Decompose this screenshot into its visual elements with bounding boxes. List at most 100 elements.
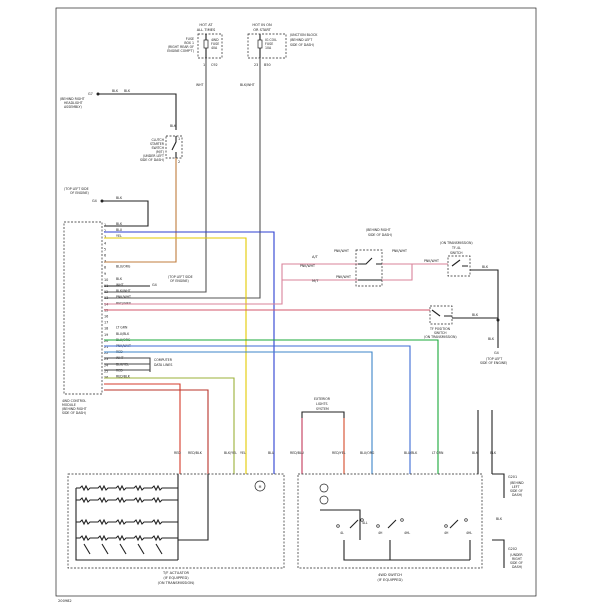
at-label: A/T bbox=[312, 255, 319, 259]
module-pin-number: 23 bbox=[104, 357, 108, 361]
actuator-resistor-row bbox=[76, 496, 178, 504]
wire-label-blk-g202: BLK bbox=[496, 517, 503, 521]
module-pin-number: 9 bbox=[104, 272, 106, 276]
source-label-2b: OR START bbox=[253, 28, 271, 32]
switch-node-4 bbox=[400, 518, 404, 522]
module-pin-wire-label: BLK bbox=[116, 277, 123, 281]
module-pin-number: 24 bbox=[104, 363, 108, 367]
ground-engine2-loc-a: (TOP LEFT SIDE bbox=[168, 275, 193, 279]
module-pin-wire-label: RED/GRN bbox=[116, 301, 131, 305]
clutch-switch-pin2: 2 bbox=[178, 160, 180, 164]
g202-loc-a: (UNDER bbox=[510, 553, 523, 557]
actuator-label-c: (ON TRANSMISSION) bbox=[158, 581, 195, 585]
actuator-label-a: T/F ACTUATOR bbox=[162, 571, 190, 575]
module-pin-wire-label: WHT bbox=[116, 283, 124, 287]
fuse-4wd-label-b: FUSE bbox=[211, 42, 219, 46]
diagram-id: 200982 bbox=[58, 599, 72, 603]
module-pin-number: 1 bbox=[104, 223, 106, 227]
module-pin-number: 25 bbox=[104, 369, 108, 373]
switch-label-4hl-b: 4HL bbox=[466, 531, 472, 535]
fuse-4wd-pin: 1 bbox=[203, 63, 205, 67]
g201-loc-d: DASH) bbox=[512, 493, 522, 497]
switch-label-4l: 4L bbox=[340, 531, 344, 535]
switch-4wd-box bbox=[297, 473, 483, 569]
wire-label-blkwht-top: BLK/WHT bbox=[240, 83, 255, 87]
clutch-starter-switch: 1 2 CLUTCH STARTER SWITCH (M/T) (UNDER L… bbox=[140, 135, 183, 164]
control-module-label-a: 4WD CONTROL bbox=[62, 399, 86, 403]
wire-label-blk-clutch: BLK bbox=[170, 124, 177, 128]
tf4l-switch: (ON TRANSMISSION) TF-4L SWITCH bbox=[440, 241, 473, 277]
clutch-label-d: (M/T) bbox=[156, 150, 164, 154]
clutch-label-f: SIDE OF DASH) bbox=[140, 158, 164, 162]
fuse-igcoil-pin: 23 bbox=[254, 63, 258, 67]
clutch-switch-contact bbox=[171, 136, 177, 158]
fuse-4wd-symbol bbox=[203, 39, 209, 49]
actuator-motor-symbol: M bbox=[259, 485, 262, 489]
module-pin-number: 18 bbox=[104, 327, 108, 331]
wire-pnkwht-mod bbox=[104, 263, 358, 305]
module-pin-number: 3 bbox=[104, 235, 106, 239]
wire-bluorg-clutch bbox=[104, 158, 177, 263]
control-module-label-d: SIDE OF DASH) bbox=[62, 411, 86, 415]
ground-engine-loc-b: OF ENGINE) bbox=[70, 191, 89, 195]
exterior-lights-a: EXTERIOR bbox=[314, 397, 331, 401]
wire-ltgrn bbox=[104, 339, 439, 474]
tf-position-contact bbox=[431, 309, 452, 317]
bottom-wire-label: BLK bbox=[490, 451, 497, 455]
tf-position-label-a: TF POSITION bbox=[429, 327, 451, 331]
ground-g4-engine: (TOP LEFT SIDE OF ENGINE) G4 BLK bbox=[64, 187, 149, 227]
wire-blk-g7 bbox=[98, 93, 177, 130]
control-module-label-c: (BEHIND RIGHT bbox=[62, 407, 87, 411]
source-label-2a: HOT IN ON bbox=[252, 23, 272, 27]
module-pin-number: 19 bbox=[104, 333, 108, 337]
fuse-4wd-label-c: 40A bbox=[211, 46, 218, 50]
tf-position-label-b: SWITCH bbox=[434, 331, 447, 335]
module-pin-wire-label: BLK/WHT bbox=[116, 289, 131, 293]
actuator-resistor-network bbox=[75, 474, 209, 561]
bottom-wire-label: BLK/YEL bbox=[224, 451, 237, 455]
bottom-wire-label: LT GRN bbox=[432, 451, 444, 455]
wire-label-blk-tf4l: BLK bbox=[482, 265, 489, 269]
module-pin-wire-label: RED/BLK bbox=[116, 375, 131, 379]
switch-label-4h-b: 4H bbox=[444, 531, 449, 535]
ground-g7-pin: G7 bbox=[88, 92, 93, 96]
clutch-label-e: (UNDER LEFT bbox=[143, 154, 164, 158]
module-pin-number: 21 bbox=[104, 345, 108, 349]
ground-engine-pin: G4 bbox=[92, 199, 97, 203]
module-pin-number: 12 bbox=[104, 290, 108, 294]
tf4l-switch-box bbox=[447, 255, 471, 277]
tf4l-label-a: (ON TRANSMISSION) bbox=[440, 241, 473, 245]
wire-yel bbox=[104, 237, 247, 474]
tf4l-label-b: TF-4L bbox=[451, 246, 461, 250]
fuse-4wd-connector: C92 bbox=[211, 63, 218, 67]
switch-label-4hl-a: 4HL bbox=[404, 531, 410, 535]
actuator-label-b: (IF EQUIPPED) bbox=[163, 576, 189, 580]
wire-redblk bbox=[104, 389, 209, 474]
switch-bus-bottom bbox=[343, 540, 471, 561]
actuator-box bbox=[67, 473, 285, 569]
g202-loc-c: SIDE OF bbox=[510, 561, 523, 565]
module-pin-number: 22 bbox=[104, 351, 108, 355]
fuse-location-2b: (BEHIND LEFT bbox=[290, 38, 312, 42]
tf-actuator: M T/F ACTUATOR (IF EQUIPPED) (ON TRANSMI… bbox=[67, 473, 285, 585]
wire-blkyel bbox=[104, 377, 235, 474]
wire-label-blk-tfpos: BLK bbox=[472, 313, 479, 317]
switch-4wd-label-a: 4WD SWITCH bbox=[378, 573, 402, 577]
behind-dash-a: (BEHIND RIGHT bbox=[366, 228, 391, 232]
module-pin-wire-label: YEL bbox=[116, 234, 122, 238]
relay-contact-at bbox=[358, 257, 382, 265]
ground-g7-loc-c: ASSEMBLY) bbox=[64, 105, 82, 109]
switch-node-1 bbox=[336, 524, 340, 528]
clutch-label-b: STARTER bbox=[150, 142, 165, 146]
bottom-wire-label: RED bbox=[174, 451, 181, 455]
module-pin-number: 13 bbox=[104, 296, 108, 300]
bottom-wire-label: RED/BLU bbox=[290, 451, 305, 455]
module-pin-number: 2 bbox=[104, 229, 106, 233]
switch-node-2 bbox=[360, 518, 364, 522]
ground-g7: G7 (BEHIND RIGHT HEADLIGHT ASSEMBLY) BLK… bbox=[60, 89, 177, 130]
module-pin-wire-label: LT GRN bbox=[116, 326, 128, 330]
ground-g7-loc-a: (BEHIND RIGHT bbox=[60, 97, 85, 101]
ground-g202: G202 (UNDER RIGHT SIDE OF DASH) bbox=[508, 547, 523, 569]
